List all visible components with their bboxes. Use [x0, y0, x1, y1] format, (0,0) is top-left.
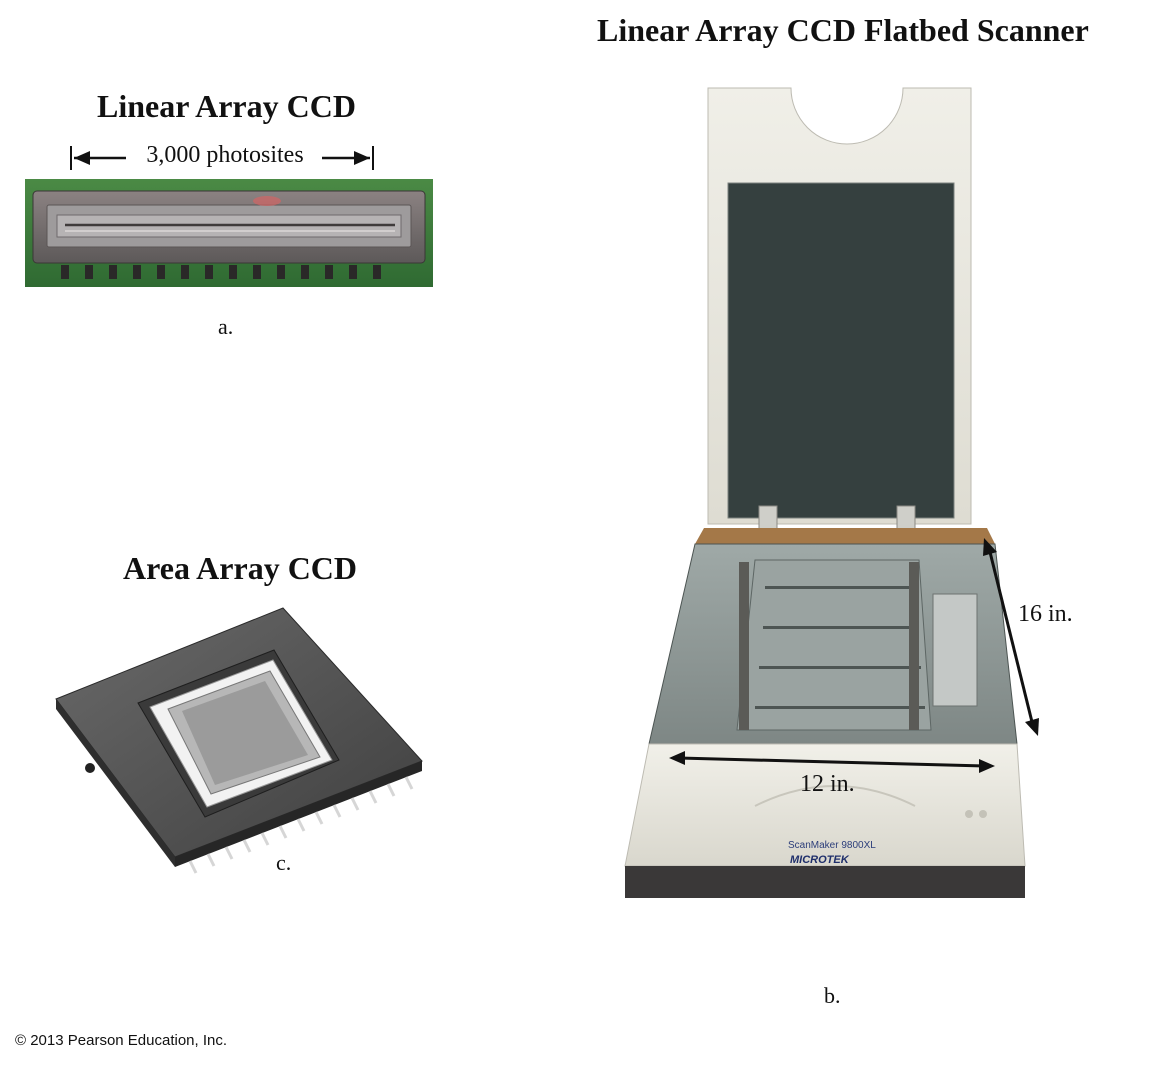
photosite-count-label: 3,000 photosites: [146, 142, 304, 168]
width-dimension-arrow: [669, 751, 995, 773]
width-label: 12 in.: [800, 771, 855, 797]
scanner-brand-label: MICROTEK: [790, 854, 849, 866]
flatbed-scanner-image: [579, 66, 1095, 950]
height-dimension-arrow: [983, 538, 1039, 736]
height-label: 16 in.: [1018, 601, 1073, 627]
area-ccd-title: Area Array CCD: [123, 550, 358, 586]
scanner-model-label: ScanMaker 9800XL: [788, 840, 876, 851]
linear-ccd-title: Linear Array CCD: [97, 88, 356, 124]
area-ccd-chip-image: [55, 607, 423, 874]
panel-a-caption: a.: [218, 314, 234, 339]
linear-ccd-chip-image: [25, 179, 433, 287]
scanner-title: Linear Array CCD Flatbed Scanner: [597, 12, 1089, 48]
panel-c-caption: c.: [276, 850, 292, 875]
copyright-notice: © 2013 Pearson Education, Inc.: [15, 1032, 228, 1049]
photosite-dimension-arrow: [70, 146, 374, 170]
panel-b-caption: b.: [824, 983, 841, 1008]
